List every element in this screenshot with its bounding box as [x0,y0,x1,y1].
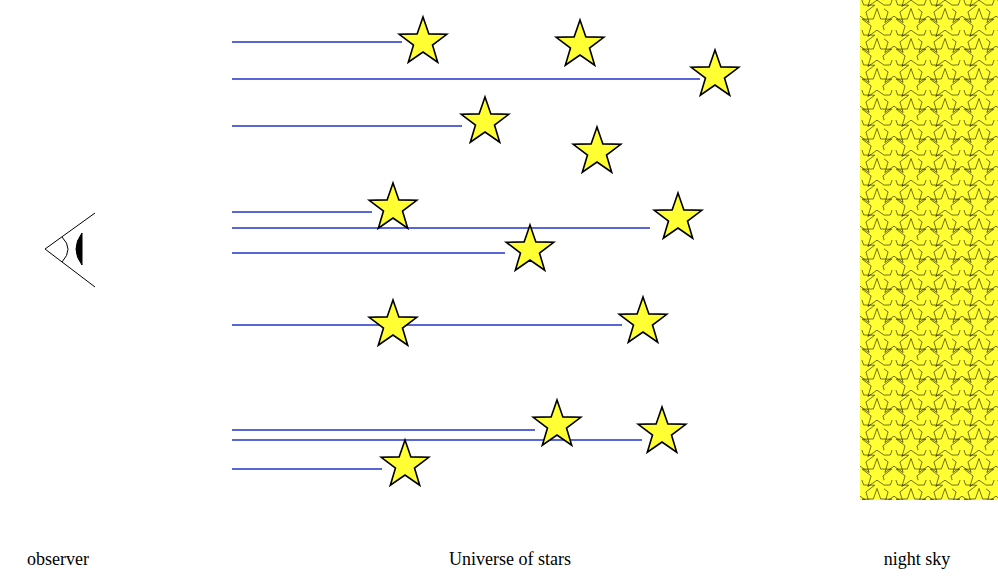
sight-lines [232,42,700,469]
caption-label: night sky [884,549,951,571]
night-sky-panel [860,0,998,500]
eye-symbol [45,213,95,287]
caption-label: Universe of stars [449,549,571,571]
star-field [369,17,739,485]
caption-label: observer [27,549,89,571]
